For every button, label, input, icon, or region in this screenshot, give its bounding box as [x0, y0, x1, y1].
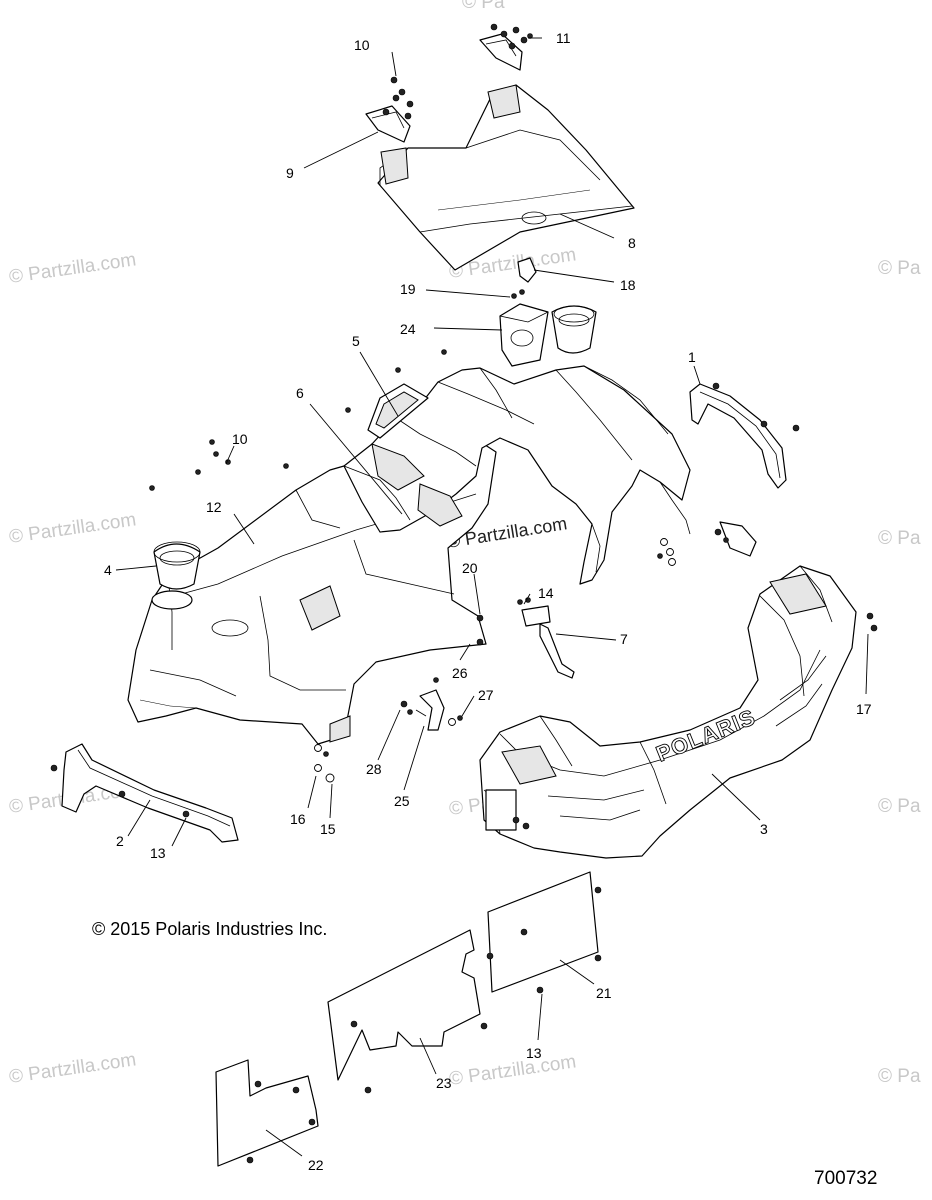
callout-6: 6 [296, 385, 304, 401]
fasteners-20-26 [314, 614, 484, 783]
watermark-edge: © Pa [878, 258, 921, 279]
callout-13: 13 [526, 1045, 542, 1061]
watermark-edge: © Pa [878, 1066, 921, 1087]
watermark: © Partzilla.com [8, 509, 138, 548]
cup-holder-part-4 [151, 541, 201, 610]
watermark: © Partzilla.com [8, 249, 138, 288]
callout-labels: 10 11 9 8 18 19 24 5 6 1 10 12 4 20 14 7… [104, 30, 872, 1173]
bracket-part-25 [400, 677, 463, 731]
callout-12: 12 [206, 499, 222, 515]
watermark: © Partzilla.com [448, 1051, 578, 1090]
panel-part-22 [215, 1059, 319, 1167]
callout-15: 15 [320, 821, 336, 837]
watermark-edge: © Pa [878, 528, 921, 549]
callout-18: 18 [620, 277, 636, 293]
callout-9: 9 [286, 165, 294, 181]
callout-5: 5 [352, 333, 360, 349]
watermark: © Partzilla.com [8, 1049, 138, 1088]
callout-10: 10 [232, 431, 248, 447]
copyright-notice: © 2015 Polaris Industries Inc. [92, 919, 327, 939]
callout-14: 14 [538, 585, 554, 601]
callout-4: 4 [104, 562, 112, 578]
callout-13: 13 [150, 845, 166, 861]
callout-28: 28 [366, 761, 382, 777]
callout-11: 11 [556, 30, 571, 46]
callout-2: 2 [116, 833, 124, 849]
callout-26: 26 [452, 665, 468, 681]
panel-part-23 [327, 929, 481, 1081]
watermark-edge: © Pa [878, 796, 921, 817]
callout-20: 20 [462, 560, 478, 576]
vent-part-5 [367, 383, 429, 439]
callout-8: 8 [628, 235, 636, 251]
callout-23: 23 [436, 1075, 452, 1091]
callout-7: 7 [620, 631, 628, 647]
skid-panels [215, 871, 602, 1167]
right-fasteners [657, 521, 878, 632]
callout-16: 16 [290, 811, 306, 827]
callout-21: 21 [596, 985, 612, 1001]
strap-part-7 [517, 597, 575, 679]
rail-part-2 [50, 743, 239, 843]
callout-19: 19 [400, 281, 416, 297]
callout-25: 25 [394, 793, 410, 809]
center-panel-part-6 [343, 365, 691, 585]
callout-17: 17 [856, 701, 872, 717]
bracket-part-11 [479, 23, 533, 71]
callout-3: 3 [760, 821, 768, 837]
callout-1: 1 [688, 349, 696, 365]
rear-panel-part [377, 84, 635, 271]
bracket-part-9 [365, 76, 414, 143]
latch-part-18 [511, 257, 537, 299]
drawing-number: 700732 [814, 1168, 877, 1189]
callout-22: 22 [308, 1157, 324, 1173]
panel-part-21 [487, 871, 599, 993]
callout-27: 27 [478, 687, 494, 703]
cup-holder-part-24 [499, 303, 597, 367]
callout-10: 10 [354, 37, 370, 53]
callout-24: 24 [400, 321, 416, 337]
watermark-edge: © Pa [462, 0, 505, 13]
leader-lines [115, 37, 869, 1157]
handle-part-1 [689, 382, 800, 489]
